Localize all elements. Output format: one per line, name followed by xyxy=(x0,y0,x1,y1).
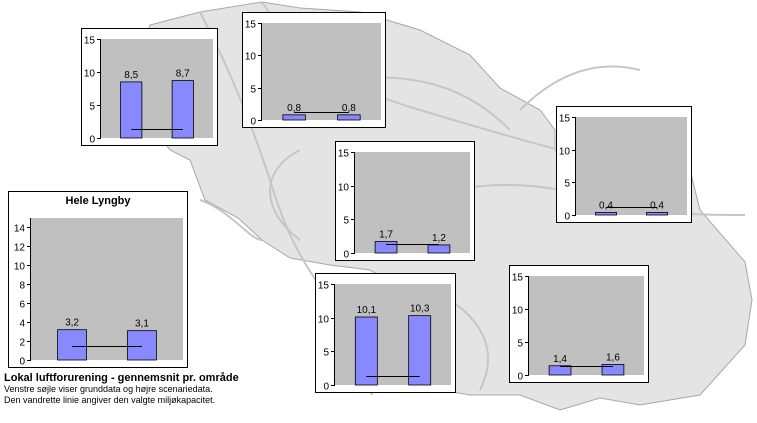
y-tick-label: 6 xyxy=(19,300,25,311)
y-tick-label: 15 xyxy=(318,281,330,292)
y-tick-label: 15 xyxy=(245,20,257,31)
y-tick-label: 5 xyxy=(517,339,523,350)
chart-area-south: 0 5 10 15 10,1 10,3 xyxy=(315,273,456,393)
chart-area-north: 0 5 10 15 0,8 0,8 xyxy=(242,12,386,128)
data-label: 8,7 xyxy=(176,69,190,80)
data-label: 0,8 xyxy=(287,103,301,114)
y-tick-label: 5 xyxy=(343,216,349,227)
y-tick-label: 0 xyxy=(250,117,256,128)
data-label: 1,2 xyxy=(432,233,446,244)
y-tick-label: 8 xyxy=(19,281,25,292)
plot-area xyxy=(576,117,687,215)
plot-area xyxy=(335,284,451,385)
caption-line-2: Den vandrette linie angiver den valgte m… xyxy=(4,395,216,405)
bar xyxy=(171,80,194,139)
data-label: 3,2 xyxy=(65,318,79,329)
y-tick-label: 0 xyxy=(19,357,25,368)
data-label: 1,4 xyxy=(553,354,567,365)
y-tick-label: 0 xyxy=(89,135,95,146)
y-tick-label: 15 xyxy=(84,36,96,47)
bar xyxy=(601,364,625,376)
data-label: 10,3 xyxy=(410,304,430,315)
bar xyxy=(120,81,143,139)
y-tick-label: 0 xyxy=(517,372,523,383)
y-tick-label: 15 xyxy=(338,149,350,160)
data-label: 0,4 xyxy=(599,200,613,211)
y-tick-label: 14 xyxy=(14,224,26,235)
bar xyxy=(282,114,306,121)
data-label: 0,8 xyxy=(342,103,356,114)
bar xyxy=(57,329,87,361)
data-label: 3,1 xyxy=(135,319,149,330)
y-tick-label: 10 xyxy=(559,147,571,158)
data-label: 10,1 xyxy=(357,305,377,316)
bar xyxy=(374,241,398,254)
plot-area xyxy=(31,218,183,360)
caption-line-1: Venstre søjle viser grunddata og højre s… xyxy=(4,384,213,394)
bar xyxy=(548,365,572,376)
data-label: 1,7 xyxy=(379,230,393,241)
bar xyxy=(595,211,617,216)
chart-area-center: 0 5 10 15 1,7 1,2 xyxy=(335,141,475,261)
bar xyxy=(337,114,361,121)
y-tick-label: 10 xyxy=(84,69,96,80)
data-label: 8,5 xyxy=(124,70,138,81)
y-tick-label: 10 xyxy=(512,306,524,317)
y-tick-label: 15 xyxy=(559,114,571,125)
y-tick-label: 10 xyxy=(338,183,350,194)
y-tick-label: 15 xyxy=(512,273,524,284)
caption: Lokal luftforurening - gennemsnit pr. om… xyxy=(4,372,304,406)
chart-title: Hele Lyngby xyxy=(65,195,131,207)
chart-area-south-east: 0 5 10 15 1,4 1,6 xyxy=(509,265,649,383)
bar xyxy=(646,211,668,216)
bar xyxy=(127,330,157,361)
y-tick-label: 0 xyxy=(343,250,349,261)
y-tick-label: 5 xyxy=(250,85,256,96)
y-tick-label: 0 xyxy=(323,382,329,393)
y-tick-label: 10 xyxy=(318,315,330,326)
y-tick-label: 5 xyxy=(323,348,329,359)
chart-area-north-west: 0 5 10 15 8,5 8,7 xyxy=(81,28,218,146)
y-tick-label: 4 xyxy=(19,319,25,330)
data-label: 0,4 xyxy=(650,200,664,211)
plot-area xyxy=(262,23,381,120)
bar xyxy=(354,316,378,386)
y-tick-label: 12 xyxy=(14,243,26,254)
bar xyxy=(408,315,432,386)
plot-area xyxy=(101,39,213,138)
bar xyxy=(427,244,451,254)
y-tick-label: 10 xyxy=(245,52,257,63)
chart-area-east: 0 5 10 15 0,4 0,4 xyxy=(556,106,692,223)
y-tick-label: 5 xyxy=(89,102,95,113)
data-label: 1,6 xyxy=(606,352,620,363)
y-tick-label: 10 xyxy=(14,262,26,273)
plot-area xyxy=(355,152,470,253)
caption-title: Lokal luftforurening - gennemsnit pr. om… xyxy=(4,372,239,384)
y-tick-label: 5 xyxy=(564,179,570,190)
y-tick-label: 0 xyxy=(564,212,570,223)
chart-hele-lyngby: Hele Lyngby 0 2 4 6 8 10 12 14 3,2 3,1 xyxy=(8,191,188,368)
plot-area xyxy=(529,276,644,375)
y-tick-label: 2 xyxy=(19,338,25,349)
